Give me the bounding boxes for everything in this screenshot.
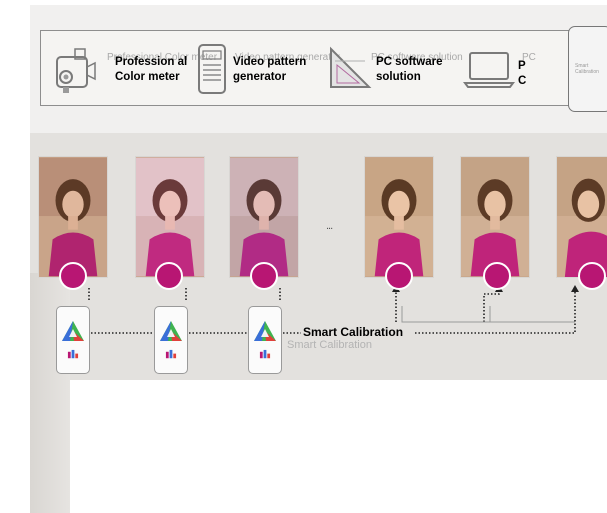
calibration-point-dot — [155, 262, 183, 290]
calibration-point-dot — [250, 262, 278, 290]
portrait-image — [557, 157, 607, 277]
pattern-generator-icon — [198, 44, 226, 94]
portrait-image — [461, 157, 529, 277]
smartphone-device — [248, 306, 282, 374]
tv-screen-portrait — [556, 156, 607, 278]
calibration-point-dot — [385, 262, 413, 290]
tv-screen-portrait — [38, 156, 108, 278]
color-gamut-icon — [160, 321, 182, 341]
laptop-icon — [463, 52, 515, 88]
toolbar-item-pattern-generator: Video pattern generator Video pattern ge… — [193, 39, 340, 99]
colorimeter-icon — [56, 48, 96, 93]
pc-software-icon — [330, 46, 372, 88]
color-gamut-icon — [62, 321, 84, 341]
pattern-generator-label: Video pattern generator — [233, 56, 307, 83]
color-gamut-icon — [254, 321, 276, 341]
calibration-point-dot — [483, 262, 511, 290]
smart-calibration-label: Smart Calibration — [303, 325, 404, 339]
tv-screen-portrait — [229, 156, 299, 278]
diagram-canvas: Professional Color meter Profession al C… — [30, 5, 607, 513]
equipment-bar: Professional Color meter Profession al C… — [40, 30, 607, 106]
pc-label: P C — [518, 60, 527, 87]
smartphone-device — [56, 306, 90, 374]
phone-caption: Smart Calibration — [575, 63, 599, 75]
calibration-point-dot — [59, 262, 87, 290]
tv-screen-portrait — [135, 156, 205, 278]
calibration-logo-icon — [259, 349, 271, 359]
color-meter-label: Profession al Color meter — [115, 56, 188, 83]
pattern-generator-ghost-text: Video pattern generator — [235, 52, 340, 63]
tv-screen-portrait — [460, 156, 530, 278]
smart-calibration-ghost-text: Smart Calibration — [287, 339, 372, 351]
calibration-logo-icon — [67, 349, 79, 359]
more-screens-ellipsis: ... — [326, 220, 333, 232]
pc-software-ghost-text: PC software solution — [371, 52, 463, 63]
portrait-image — [39, 157, 107, 277]
toolbar-item-pc-software: PC software solution PC software solutio… — [325, 39, 465, 99]
calibration-logo-icon — [165, 349, 177, 359]
toolbar-item-color-meter: Professional Color meter Profession al C… — [49, 39, 217, 99]
portrait-image — [230, 157, 298, 277]
calibration-point-dot — [578, 262, 606, 290]
tv-screen-portrait — [364, 156, 434, 278]
color-meter-ghost-text: Professional Color meter — [107, 52, 218, 63]
pc-software-label: PC software solution — [376, 56, 443, 83]
toolbar-item-pc: PC P C — [461, 39, 561, 99]
smartphone-device — [154, 306, 188, 374]
portrait-image — [136, 157, 204, 277]
portrait-image — [365, 157, 433, 277]
phone-device-icon: Smart Calibration — [568, 26, 607, 112]
connection-lines — [88, 285, 579, 334]
pc-ghost-text: PC — [522, 52, 536, 63]
